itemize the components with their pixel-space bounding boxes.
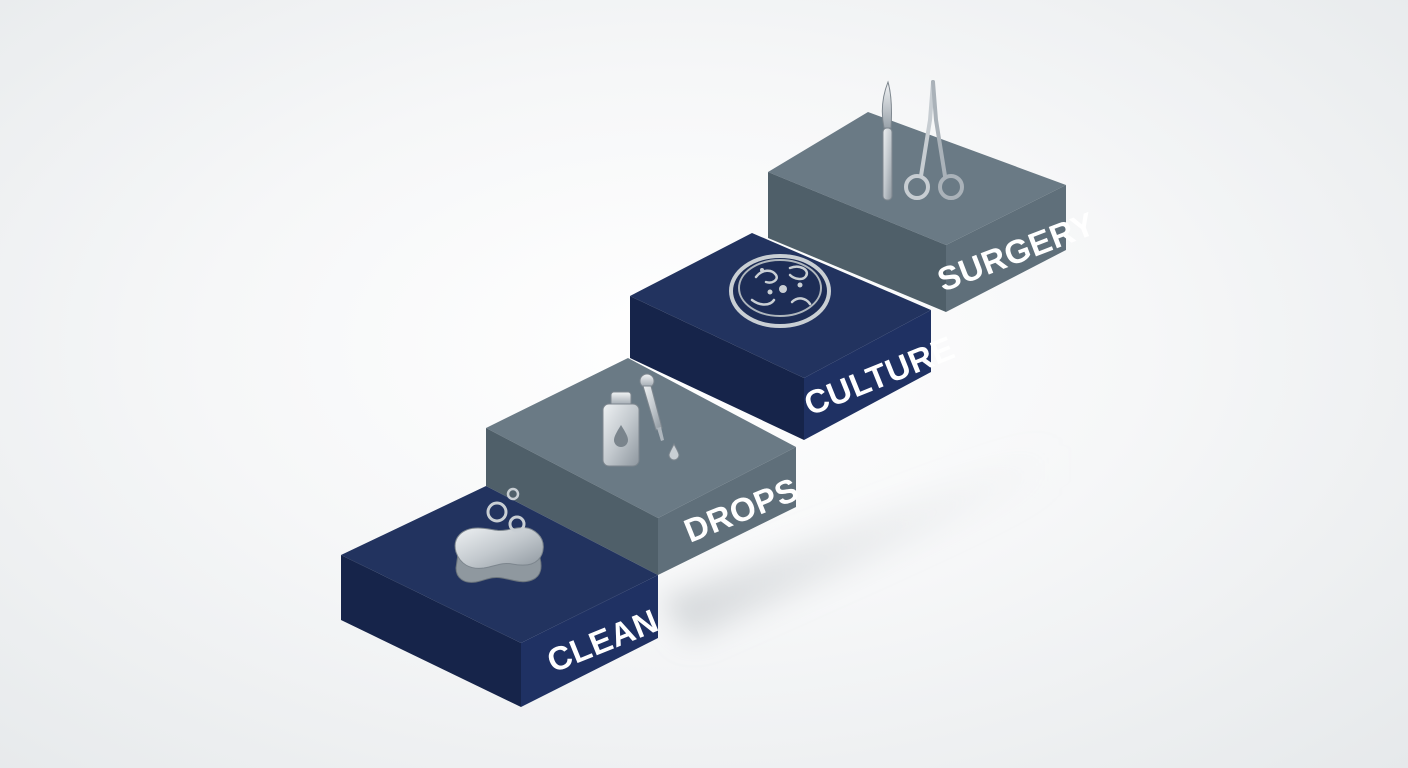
staircase-shadow	[660, 440, 1060, 640]
eye-drops-bottle-icon	[602, 373, 680, 467]
surgical-instruments-icon	[881, 80, 964, 201]
step-surgery-top	[768, 112, 1066, 245]
step-surgery: SURGERY	[768, 80, 1100, 312]
step-drops: DROPS	[486, 358, 804, 575]
step-clean-left	[341, 555, 521, 707]
soap-bar-icon	[454, 487, 544, 583]
step-surgery-left	[768, 172, 946, 312]
step-culture-front	[804, 310, 931, 440]
step-drops-top	[486, 358, 796, 518]
petri-dish-icon	[729, 254, 831, 328]
step-surgery-front	[946, 185, 1066, 312]
step-clean-front	[521, 575, 658, 707]
step-drops-left	[486, 428, 658, 575]
step-culture-left	[630, 296, 804, 440]
step-drops-front	[658, 447, 796, 575]
